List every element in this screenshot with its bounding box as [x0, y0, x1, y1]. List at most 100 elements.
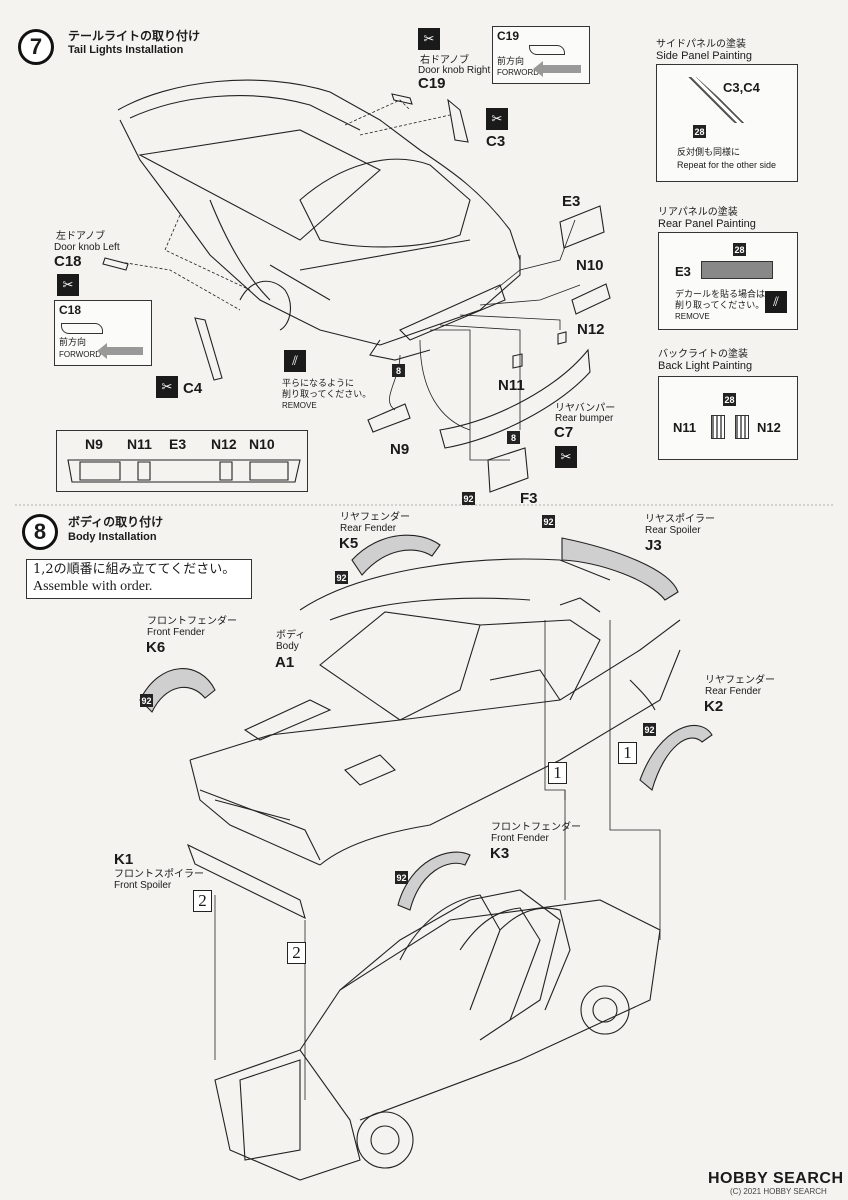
c18-forward-box: C18 前方向 FORWORD — [54, 300, 152, 366]
taillight-panel-drawing — [67, 459, 301, 483]
rear-panel-title-jp: リアパネルの塗装 — [658, 207, 738, 218]
label-n12: N12 — [577, 321, 605, 338]
j3-rear-spoiler-en: Rear Spoiler — [645, 525, 701, 536]
cut-icon-c3: ✂ — [486, 108, 508, 130]
order-2-lower: 2 — [287, 942, 306, 964]
part-k6-shape — [139, 668, 216, 713]
footer-copyright: (C) 2021 HOBBY SEARCH — [730, 1187, 827, 1196]
side-panel-note-jp: 反対側も同様に — [677, 148, 741, 158]
step8-chassis — [214, 1049, 361, 1181]
rear-bumper-jp: リヤバンパー — [555, 403, 616, 414]
door-knob-left-jp: 左ドアノブ — [56, 231, 106, 242]
rear-panel-note-jp-2: 削り取ってください。 — [675, 301, 765, 311]
order-1-right: 1 — [618, 742, 637, 764]
back-light-right-sketch — [735, 415, 749, 439]
label-k3: K3 — [490, 845, 510, 862]
c18-part-sketch — [61, 323, 103, 334]
paint-8-a: 8 — [392, 364, 405, 377]
label-n10: N10 — [576, 257, 604, 274]
part-k1-shape — [187, 843, 306, 920]
cut-icon-c4: ✂ — [156, 376, 178, 398]
c19-box-label: C19 — [497, 29, 520, 43]
label-c4: C4 — [183, 380, 203, 397]
taillight-label-n12: N12 — [211, 436, 237, 452]
step7-title-jp: テールライトの取り付け — [68, 29, 201, 43]
remove-icon: ⫽ — [284, 350, 306, 372]
label-n9: N9 — [390, 441, 410, 458]
part-c18-shape — [102, 257, 129, 271]
k3-front-fender-jp: フロントフェンダー — [491, 822, 581, 833]
step7-car-roof — [117, 79, 521, 261]
label-k6: K6 — [146, 639, 166, 656]
step8-car-windshield — [319, 611, 481, 721]
part-e3-shape — [559, 205, 605, 249]
remove-note-jp-2: 削り取ってください。 — [282, 390, 372, 400]
step8-car-roof — [299, 558, 611, 611]
rear-panel-note-en: REMOVE — [675, 312, 710, 321]
side-panel-box: C3,C4 28 反対側も同様に Repeat for the other si… — [656, 64, 798, 182]
c19-forward-arrow — [543, 65, 581, 73]
rear-panel-part: E3 — [675, 264, 691, 279]
side-panel-note-en: Repeat for the other side — [677, 160, 777, 170]
door-knob-right-en: Door knob Right — [418, 65, 491, 76]
taillight-label-n10: N10 — [249, 436, 275, 452]
door-knob-right-jp: 右ドアノブ — [420, 55, 470, 66]
part-k2-shape — [639, 725, 713, 791]
part-n10-shape — [571, 283, 611, 315]
paint-92-f3: 92 — [462, 492, 475, 505]
paint-92-k2: 92 — [643, 723, 656, 736]
side-panel-title-jp: サイドパネルの塗装 — [656, 39, 746, 50]
side-panel-paint: 28 — [693, 125, 706, 138]
k5-rear-fender-en: Rear Fender — [340, 523, 397, 534]
c18-forward-arrow-head — [97, 343, 107, 359]
k6-front-fender-jp: フロントフェンダー — [147, 616, 237, 627]
cut-icon-c7: ✂ — [555, 446, 577, 468]
order-2-upper: 2 — [193, 890, 212, 912]
taillight-label-e3: E3 — [169, 436, 187, 452]
side-panel-parts: C3,C4 — [723, 80, 760, 95]
step8-title-en: Body Installation — [68, 531, 157, 543]
k2-rear-fender-en: Rear Fender — [705, 686, 762, 697]
j3-rear-spoiler-jp: リヤスポイラー — [645, 514, 715, 525]
back-light-left: N11 — [673, 420, 697, 435]
paint-92-j3: 92 — [542, 515, 555, 528]
label-j3: J3 — [645, 537, 662, 554]
part-k5-shape — [351, 534, 441, 576]
part-c7-bumper-shape — [439, 348, 591, 449]
part-j3-shape — [561, 537, 679, 601]
k1-front-spoiler-jp: フロントスポイラー — [114, 869, 204, 880]
label-k5: K5 — [339, 535, 359, 552]
rear-bumper-en: Rear bumper — [555, 413, 614, 424]
paint-92-k3: 92 — [395, 871, 408, 884]
rear-panel-sketch — [701, 261, 773, 279]
assembly-order-jp: 1,2の順番に組み立ててください。 — [33, 562, 236, 577]
back-light-title-en: Back Light Painting — [658, 360, 753, 372]
label-f3: F3 — [520, 490, 538, 507]
c19-forward-jp: 前方向 — [497, 57, 525, 67]
back-light-right: N12 — [757, 420, 781, 435]
taillight-label-n11: N11 — [127, 436, 152, 452]
label-c19: C19 — [418, 75, 446, 92]
a1-body-en: Body — [276, 641, 299, 652]
side-panel-title-en: Side Panel Painting — [656, 50, 753, 62]
label-e3: E3 — [562, 193, 581, 210]
rear-panel-paint: 28 — [733, 243, 746, 256]
label-c7: C7 — [554, 424, 574, 441]
rear-panel-note-jp-1: デカールを貼る場合は — [675, 290, 766, 300]
k6-front-fender-en: Front Fender — [147, 627, 205, 638]
c18-forward-en: FORWORD — [59, 350, 102, 359]
order-1-left: 1 — [548, 762, 567, 784]
step7-car-rear-window — [299, 158, 471, 248]
paint-92-k5: 92 — [335, 571, 348, 584]
paint-8-b: 8 — [507, 431, 520, 444]
cut-icon-c18: ✂ — [57, 274, 79, 296]
label-a1: A1 — [275, 654, 295, 671]
part-c4-shape — [194, 317, 223, 381]
back-light-left-sketch — [711, 415, 725, 439]
part-k3-shape — [397, 851, 471, 911]
step8-title-jp: ボディの取り付け — [68, 515, 164, 529]
k2-rear-fender-jp: リヤフェンダー — [705, 675, 775, 686]
back-light-paint: 28 — [723, 393, 736, 406]
taillight-label-n9: N9 — [85, 436, 103, 452]
